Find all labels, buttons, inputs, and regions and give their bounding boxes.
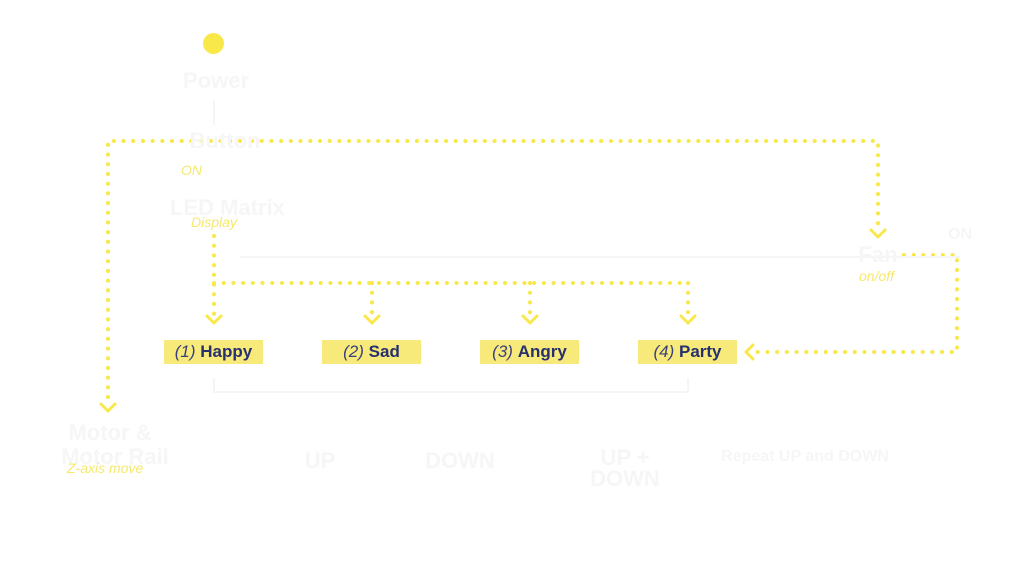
node-button: Button <box>189 128 261 153</box>
annotation-on-off: on/off <box>859 268 895 284</box>
fan-to-party-line <box>753 253 959 354</box>
arrowhead-sad <box>363 314 381 325</box>
node-motor: Motor & <box>68 420 152 445</box>
state-number: (2) <box>343 342 364 361</box>
arrowhead-angry <box>521 314 539 325</box>
node-up: UP <box>304 448 336 473</box>
annotation-display: Display <box>191 214 237 230</box>
state-sad: (2) Sad <box>322 340 421 364</box>
state-number: (3) <box>492 342 513 361</box>
button-to-fan-line <box>250 139 880 234</box>
state-angry: (3) Angry <box>480 340 579 364</box>
repeat-note: Repeat UP and DOWN <box>721 448 889 465</box>
node-motor-rail: Motor Rail <box>61 444 169 469</box>
state-label: Angry <box>517 342 567 361</box>
button-to-motor-line <box>106 139 242 407</box>
node-up-down: DOWN <box>590 466 660 491</box>
node-led-matrix: LED Matrix <box>170 195 285 220</box>
arrowhead-fan-to-party <box>744 343 755 361</box>
node-down: DOWN <box>425 448 495 473</box>
faint-states-bus <box>213 378 689 393</box>
annotation-z-axis: Z-axis move <box>67 460 144 476</box>
state-party: (4) Party <box>638 340 737 364</box>
node-power: Power <box>183 68 250 93</box>
annotation-on: ON <box>181 162 202 178</box>
fan-state-label: ON <box>948 226 972 243</box>
state-number: (4) <box>653 342 675 361</box>
arrowhead-motor <box>99 402 117 413</box>
power-indicator-dot <box>203 33 224 54</box>
arrowhead-party <box>679 314 697 325</box>
node-up-plus: UP + <box>600 445 650 470</box>
state-label: Party <box>678 342 722 361</box>
arrowhead-happy <box>205 314 223 325</box>
state-number: (1) <box>174 342 196 361</box>
state-label: Sad <box>368 342 400 361</box>
arrowhead-fan <box>869 228 887 239</box>
state-label: Happy <box>200 342 253 361</box>
node-fan: Fan <box>858 242 898 267</box>
state-happy: (1) Happy <box>164 340 263 364</box>
